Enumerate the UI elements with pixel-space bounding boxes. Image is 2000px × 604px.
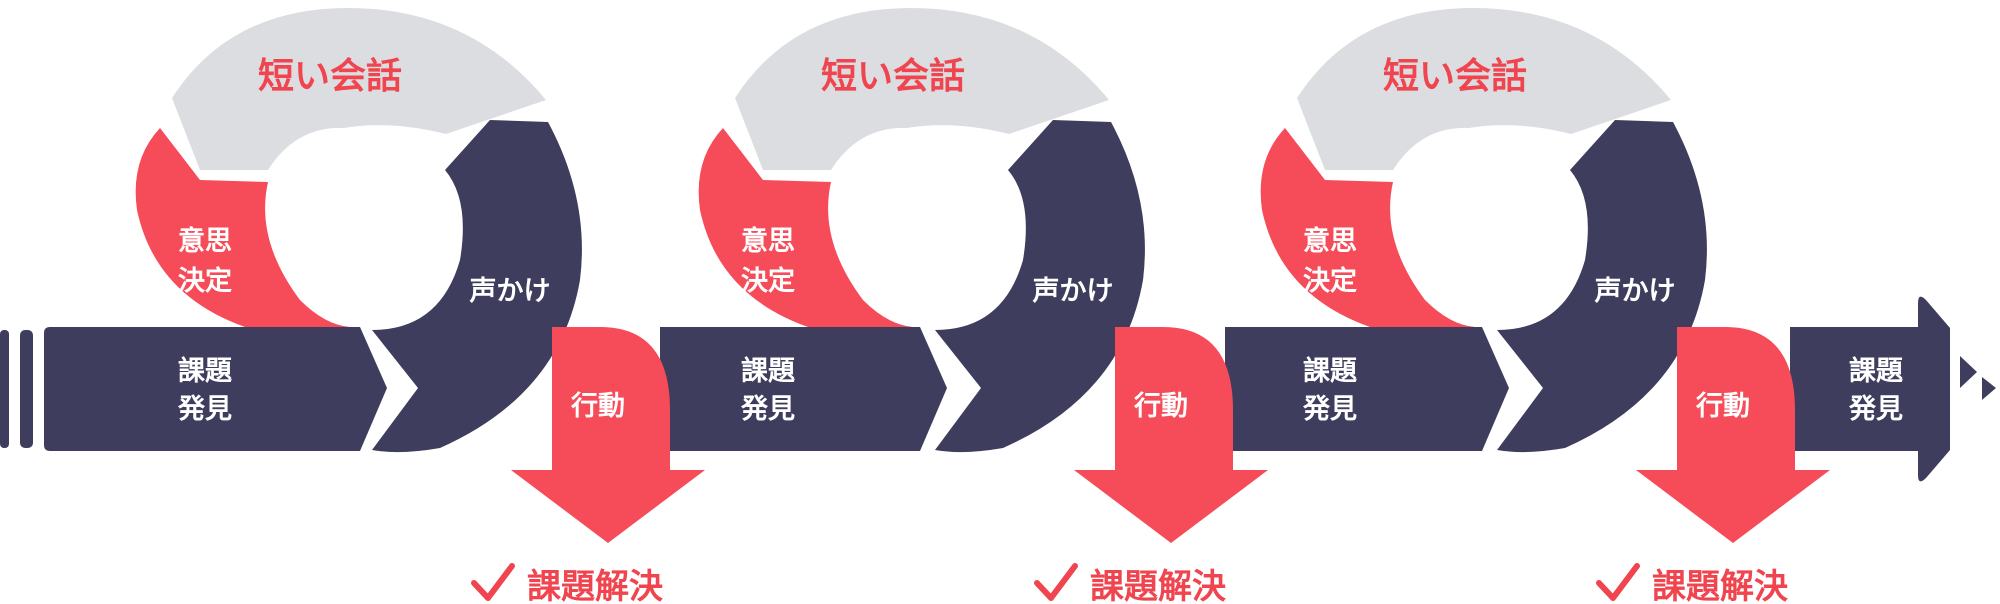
problem-label-line2: 発見 bbox=[177, 394, 232, 425]
cycle-title: 短い会話 bbox=[258, 56, 402, 97]
cycle: 短い会話 意思 決定 声かけ 行動 課題 発見 課題解決 bbox=[698, 8, 1268, 604]
problem-label-line1: 課題 bbox=[1303, 355, 1358, 387]
problem-label-line2: 発見 bbox=[740, 394, 795, 425]
problem-label-line1: 課題 bbox=[178, 355, 233, 387]
cycle-navy-arc-call bbox=[372, 120, 582, 453]
cycle-navy-arc-call bbox=[1497, 120, 1707, 453]
action-label: 行動 bbox=[1695, 390, 1750, 422]
cycle-gray-arc-short-talk bbox=[1297, 8, 1671, 170]
decision-label-line1: 意思 bbox=[1303, 225, 1357, 257]
problem-label-line1: 課題 bbox=[741, 355, 796, 387]
timeline-end-cap bbox=[1960, 356, 1977, 388]
tail-problem-label-line2: 発見 bbox=[1848, 394, 1903, 425]
result-label: 課題解決 bbox=[1090, 567, 1226, 604]
result-label: 課題解決 bbox=[527, 567, 663, 604]
decision-label-line1: 意思 bbox=[741, 225, 795, 257]
timeline-bar-segment bbox=[660, 327, 947, 451]
cycle-navy-arc-call bbox=[935, 120, 1145, 453]
decision-label-line2: 決定 bbox=[178, 265, 232, 297]
timeline-start-stripe bbox=[0, 330, 9, 448]
action-label: 行動 bbox=[570, 390, 625, 422]
call-label: 声かけ bbox=[1595, 276, 1676, 307]
action-down-arrow bbox=[1074, 327, 1268, 543]
timeline-bar-segment bbox=[44, 327, 387, 451]
cycle-gray-arc-short-talk bbox=[172, 8, 546, 170]
call-label: 声かけ bbox=[1033, 276, 1114, 307]
tail-problem-label-line1: 課題 bbox=[1849, 355, 1904, 387]
check-icon bbox=[1596, 563, 1640, 601]
result-label: 課題解決 bbox=[1652, 567, 1788, 604]
action-down-arrow bbox=[511, 327, 705, 543]
cycle-red-arc-decision bbox=[135, 128, 350, 327]
cycle-gray-arc-short-talk bbox=[735, 8, 1109, 170]
cycle-red-arc-decision bbox=[1260, 128, 1475, 327]
decision-label-line2: 決定 bbox=[1303, 265, 1357, 297]
cycle-red-arc-decision bbox=[698, 128, 913, 327]
problem-label-line2: 発見 bbox=[1302, 394, 1357, 425]
timeline-bar-segment bbox=[1225, 327, 1509, 451]
check-icon bbox=[1034, 563, 1078, 601]
action-down-arrow bbox=[1636, 327, 1830, 543]
timeline-end-arrow bbox=[1790, 296, 1950, 482]
call-label: 声かけ bbox=[470, 276, 551, 307]
action-label: 行動 bbox=[1133, 390, 1188, 422]
check-icon bbox=[471, 563, 515, 601]
timeline-start-stripe bbox=[20, 330, 33, 448]
cycle: 短い会話 意思 決定 声かけ 行動 課題 発見 課題解決 bbox=[135, 8, 705, 604]
cycle-title: 短い会話 bbox=[821, 56, 965, 97]
decision-label-line1: 意思 bbox=[178, 225, 232, 257]
timeline-end-cap bbox=[1982, 377, 1996, 400]
decision-label-line2: 決定 bbox=[741, 265, 795, 297]
cycle-title: 短い会話 bbox=[1383, 56, 1527, 97]
cycle: 短い会話 意思 決定 声かけ 行動 課題 発見 課題解決 bbox=[1260, 8, 1830, 604]
